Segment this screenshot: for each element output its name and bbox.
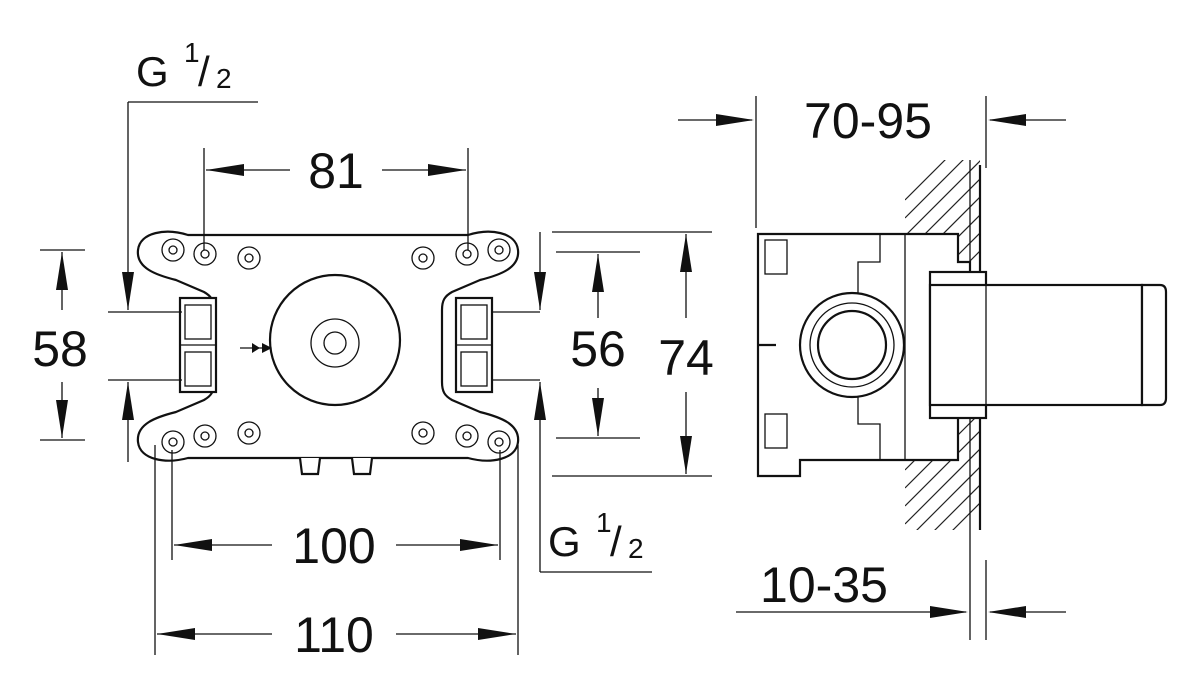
screw-hole [411, 421, 435, 445]
screw-hole [455, 242, 479, 266]
dim-10-35-line [736, 560, 1066, 640]
port-ring-inner [809, 302, 895, 388]
sleeve-cap [1140, 283, 1168, 407]
port-ring-outer [798, 291, 906, 399]
thread-label-top-left: G 1 / 2 [136, 37, 232, 95]
bottom-tab [298, 457, 322, 476]
svg-text:1: 1 [184, 37, 200, 68]
dim-58-line [40, 249, 85, 441]
thread-bottom-right-leader [492, 232, 652, 573]
thread-top-left-leader [108, 101, 258, 462]
dim-70-95-line [678, 96, 1066, 228]
dim-110-line [154, 445, 519, 655]
mounting-screw-holes [161, 238, 511, 454]
side-view: 70-95 10-35 [678, 93, 1168, 640]
screw-hole [487, 430, 511, 454]
screw-hole [193, 242, 217, 266]
screw-hole [487, 238, 511, 262]
dim-56-label: 56 [570, 321, 626, 377]
screw-hole [455, 424, 479, 448]
svg-text:G: G [548, 518, 581, 565]
valve-core [323, 331, 347, 355]
right-port-block [454, 296, 494, 394]
screw-hole [237, 246, 261, 270]
dim-10-35-label: 10-35 [760, 557, 888, 613]
screw-hole [161, 430, 185, 454]
box-left-wall [764, 413, 788, 449]
svg-text:/: / [198, 48, 210, 95]
dim-110-label: 110 [294, 607, 374, 663]
extension-sleeve [928, 283, 1144, 407]
dim-81-line [203, 148, 469, 250]
bottom-tab [350, 457, 374, 476]
svg-text:/: / [610, 518, 622, 565]
box-left-wall [764, 239, 788, 275]
svg-text:G: G [136, 48, 169, 95]
valve-body-circle [268, 273, 402, 407]
screw-hole [237, 421, 261, 445]
port-ring-hole [816, 309, 888, 381]
dim-81-label: 81 [308, 143, 364, 199]
dim-100-line [171, 450, 501, 560]
left-port-block [178, 296, 218, 394]
box-inner-channel [857, 234, 881, 460]
valve-inner-ring [310, 318, 360, 368]
dim-70-95-label: 70-95 [804, 93, 932, 149]
screw-hole [411, 246, 435, 270]
svg-text:2: 2 [216, 63, 232, 94]
dim-74-label: 74 [658, 330, 714, 386]
dim-56-line [556, 251, 640, 439]
svg-text:1: 1 [596, 507, 612, 538]
thread-label-bottom-right: G 1 / 2 [548, 507, 644, 565]
screw-hole [161, 238, 185, 262]
dim-58-label: 58 [32, 321, 88, 377]
dim-74-line [552, 231, 712, 477]
front-view: 81 100 110 58 [32, 37, 714, 663]
dim-100-label: 100 [292, 518, 375, 574]
svg-text:2: 2 [628, 533, 644, 564]
flow-arrow-icon [240, 343, 272, 353]
screw-hole [193, 424, 217, 448]
